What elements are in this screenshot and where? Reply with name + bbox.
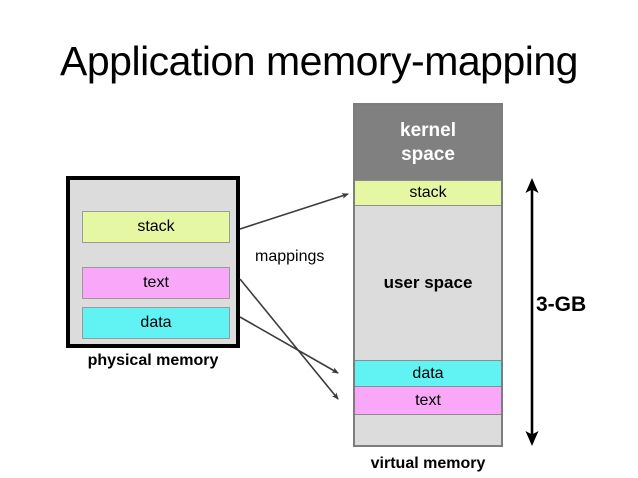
physical-segment-stack-label: stack [137, 218, 175, 235]
arrow-text-mapping [239, 278, 339, 400]
physical-segment-data: data [82, 307, 230, 339]
physical-segment-text: text [82, 267, 230, 299]
virtual-segment-data-label: data [412, 364, 444, 382]
mappings-label: mappings [255, 248, 325, 265]
virtual-segment-user-space: user space [355, 206, 501, 360]
virtual-memory-box: kernel space stack user space data text [353, 103, 503, 447]
arrow-data-mapping [239, 316, 339, 374]
virtual-segment-user-space-label: user space [383, 273, 473, 292]
virtual-segment-text: text [355, 387, 501, 415]
virtual-segment-text-label: text [415, 391, 441, 409]
three-gb-label: 3-GB [536, 293, 587, 316]
virtual-segment-kernel-label-line1: kernel [400, 120, 456, 142]
physical-segment-stack: stack [82, 211, 230, 243]
virtual-memory-caption: virtual memory [370, 455, 486, 472]
virtual-segment-stack: stack [355, 180, 501, 206]
physical-segment-data-label: data [140, 314, 172, 331]
physical-memory-box: stack text data [66, 176, 240, 348]
physical-memory-caption: physical memory [87, 352, 219, 369]
virtual-segment-stack-label: stack [409, 184, 447, 201]
virtual-segment-data: data [355, 360, 501, 387]
virtual-segment-kernel-space: kernel space [355, 105, 501, 180]
arrow-stack-mapping [239, 193, 349, 230]
page-title: Application memory-mapping [60, 38, 578, 84]
virtual-segment-kernel-label-line2: space [401, 143, 455, 165]
physical-segment-text-label: text [143, 274, 169, 291]
virtual-segment-free [355, 415, 501, 445]
